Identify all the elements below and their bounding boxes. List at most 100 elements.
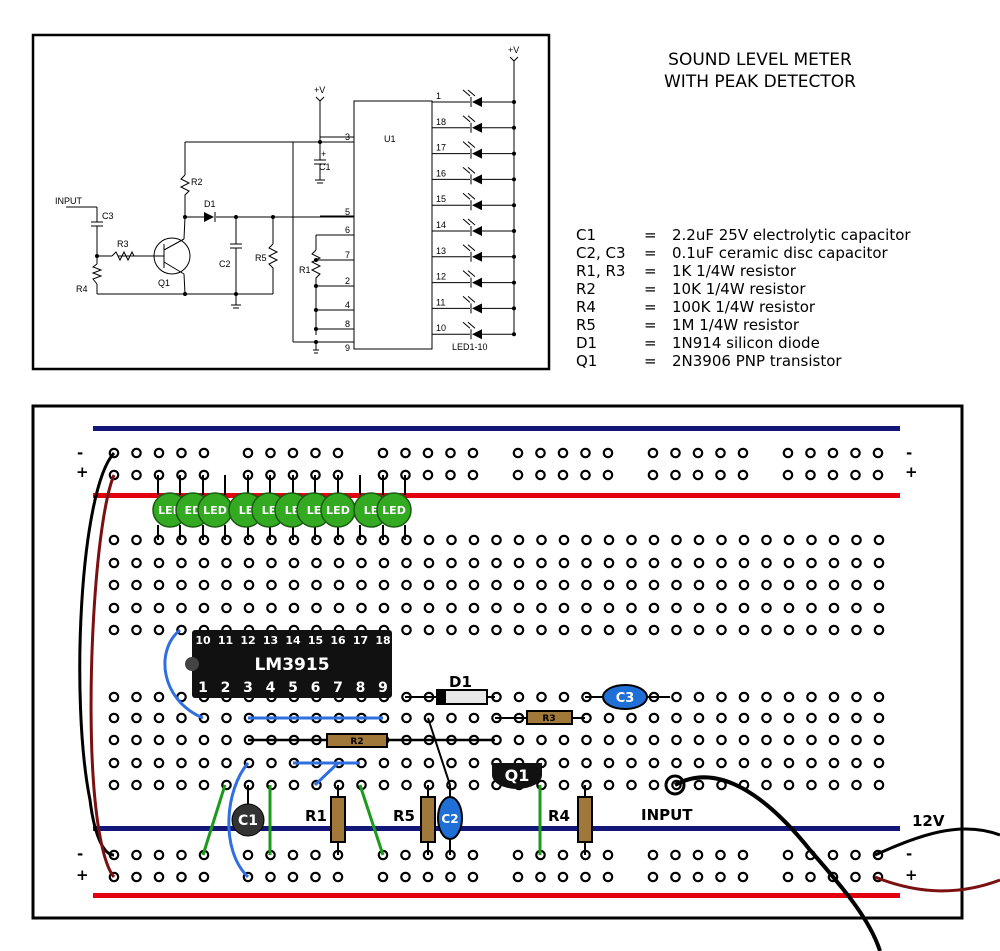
- led-label: LE: [307, 504, 322, 517]
- chip-pin-16: 16: [330, 634, 346, 647]
- c2-bb-label: C2: [441, 812, 458, 826]
- bom-ref: C1: [576, 226, 596, 244]
- bom-desc: 100K 1/4W resistor: [672, 298, 816, 316]
- r5-label: R5: [255, 253, 267, 263]
- sch-pin-17: 17: [436, 143, 446, 153]
- supply-label: 12V: [912, 812, 945, 830]
- sch-led-9: 11: [432, 296, 516, 314]
- rail-top-red: [93, 493, 900, 498]
- sch-pin-14: 14: [436, 220, 446, 230]
- bottom-plus-left: +: [76, 866, 89, 884]
- led-8: LED: [320, 492, 356, 528]
- top-minus-left: -: [77, 444, 83, 462]
- bom-eq: =: [644, 334, 657, 352]
- c3-label: C3: [102, 211, 114, 221]
- r1-part: R1: [305, 785, 346, 855]
- bom-eq: =: [644, 262, 657, 280]
- led-label: LED: [326, 504, 350, 517]
- sch-led-8: 12: [432, 270, 516, 288]
- sch-led-2: 18: [432, 115, 516, 133]
- vplus-leds: +V: [508, 45, 519, 55]
- d1-label: D1: [204, 199, 216, 209]
- c1-bb-label: C1: [238, 813, 258, 829]
- c2-part: C2: [437, 785, 463, 855]
- bom-desc: 10K 1/4W resistor: [672, 280, 806, 298]
- r4-bb-label: R4: [548, 807, 570, 825]
- breadboard-holes: [108, 447, 885, 883]
- u1-label: U1: [384, 134, 396, 144]
- led-3: LED: [197, 492, 233, 528]
- r3-bb-label: R3: [542, 714, 555, 724]
- bom-desc: 0.1uF ceramic disc capacitor: [672, 244, 889, 262]
- top-plus-right: +: [905, 463, 918, 481]
- jumper-blue-1: [163, 628, 204, 720]
- chip-pin-15: 15: [308, 634, 323, 647]
- chip-pin-2: 2: [221, 680, 231, 696]
- c1-label: C1: [319, 162, 331, 172]
- led-label: LED: [382, 504, 406, 517]
- bottom-plus-right: +: [905, 866, 918, 884]
- led-label: ED: [185, 504, 202, 517]
- d1-part: D1: [436, 673, 488, 705]
- sch-led-4: 16: [432, 167, 516, 185]
- r4-part: R4: [548, 785, 593, 855]
- bom-desc: 1M 1/4W resistor: [672, 316, 800, 334]
- chip-pin-7: 7: [333, 680, 343, 696]
- chip-pin-8: 8: [356, 680, 366, 696]
- bom-ref: R5: [576, 316, 596, 334]
- sch-led-5: 15: [432, 192, 516, 211]
- chip-pin-5: 5: [288, 680, 298, 696]
- jumper-blue-3: [227, 762, 250, 879]
- bom-eq: =: [644, 352, 657, 370]
- led-group-label: LED1-10: [452, 342, 488, 352]
- sch-led-1: 1: [432, 89, 516, 107]
- chip-pin-10: 10: [195, 634, 211, 647]
- bom-desc: 2.2uF 25V electrolytic capacitor: [672, 226, 911, 244]
- q1-bb-label: Q1: [505, 766, 530, 785]
- breadboard-frame: [31, 404, 964, 920]
- chip-pin-4: 4: [266, 680, 276, 696]
- bom-row: C2, C3=0.1uF ceramic disc capacitor: [576, 244, 889, 262]
- bottom-minus-left: -: [77, 845, 83, 863]
- jumper-green-1: [201, 784, 227, 856]
- bottom-minus-right: -: [906, 845, 912, 863]
- bom-eq: =: [644, 244, 657, 262]
- pin-5: 5: [345, 207, 350, 217]
- bom-eq: =: [644, 298, 657, 316]
- wire-supply-ground: [874, 827, 1000, 857]
- c3-part: C3: [602, 684, 648, 710]
- chip-pin-11: 11: [218, 634, 233, 647]
- pin-8: 8: [345, 319, 350, 329]
- pin-9: 9: [345, 343, 350, 353]
- led-label: LE: [262, 504, 277, 517]
- schematic-frame: [31, 33, 551, 371]
- sch-pin-11: 11: [436, 297, 445, 307]
- chip-pin-12: 12: [240, 634, 255, 647]
- r4-label: R4: [76, 284, 88, 294]
- bom-desc: 2N3906 PNP transistor: [672, 352, 842, 370]
- bom-eq: =: [644, 226, 657, 244]
- input-label: INPUT: [55, 196, 83, 206]
- c3-bb-label: C3: [616, 691, 635, 706]
- chip-name: LM3915: [254, 655, 329, 675]
- rail-bottom-red: [93, 893, 900, 898]
- rail-top-blue: [93, 426, 900, 431]
- vplus-u1: +V: [314, 85, 325, 95]
- bom-eq: =: [644, 316, 657, 334]
- r1-bb-label: R1: [305, 807, 327, 825]
- wire-power-left: [89, 474, 116, 878]
- q1-label: Q1: [158, 278, 170, 288]
- r1-label: R1: [299, 265, 311, 275]
- sch-pin-1: 1: [436, 91, 441, 101]
- r2-part: R2: [326, 733, 388, 748]
- sch-pin-12: 12: [436, 272, 446, 282]
- q1-part: Q1: [492, 763, 542, 789]
- r3-resistor: [111, 250, 135, 262]
- sch-led-7: 13: [432, 244, 516, 262]
- jumper-blue-4: [293, 761, 360, 787]
- sch-pin-16: 16: [436, 168, 446, 178]
